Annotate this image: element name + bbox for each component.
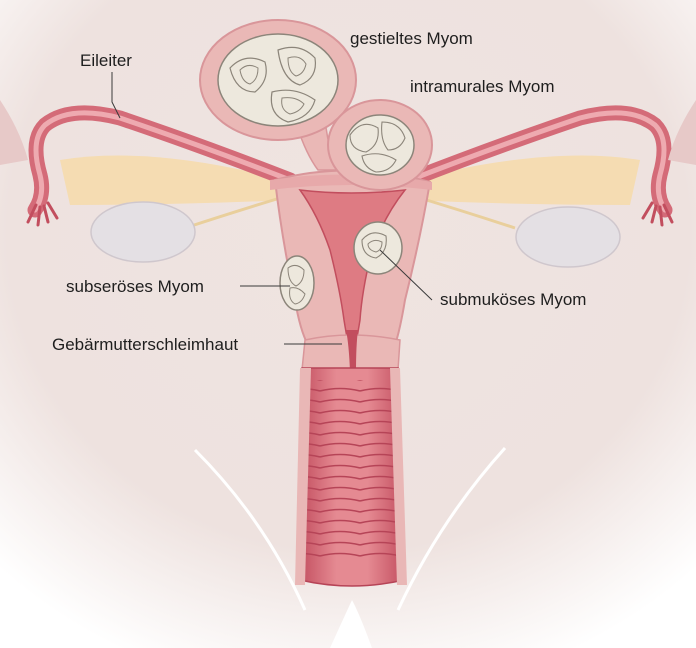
label-gebaermutterschleimhaut: Gebärmutterschleimhaut [52,335,238,354]
intramural-fibroid [328,100,432,190]
left-ovary [91,202,195,262]
label-subseroeses-myom: subseröses Myom [66,277,204,296]
label-eileiter: Eileiter [80,51,132,70]
right-ovary [516,207,620,267]
submucous-fibroid [354,222,402,274]
subserous-fibroid [280,256,314,310]
label-intramurales-myom: intramurales Myom [410,77,555,96]
label-gestieltes-myom: gestieltes Myom [350,29,473,48]
pedunculated-fibroid [200,20,356,140]
label-submukoeses-myom: submuköses Myom [440,290,586,309]
vaginal-rugae [306,380,400,558]
